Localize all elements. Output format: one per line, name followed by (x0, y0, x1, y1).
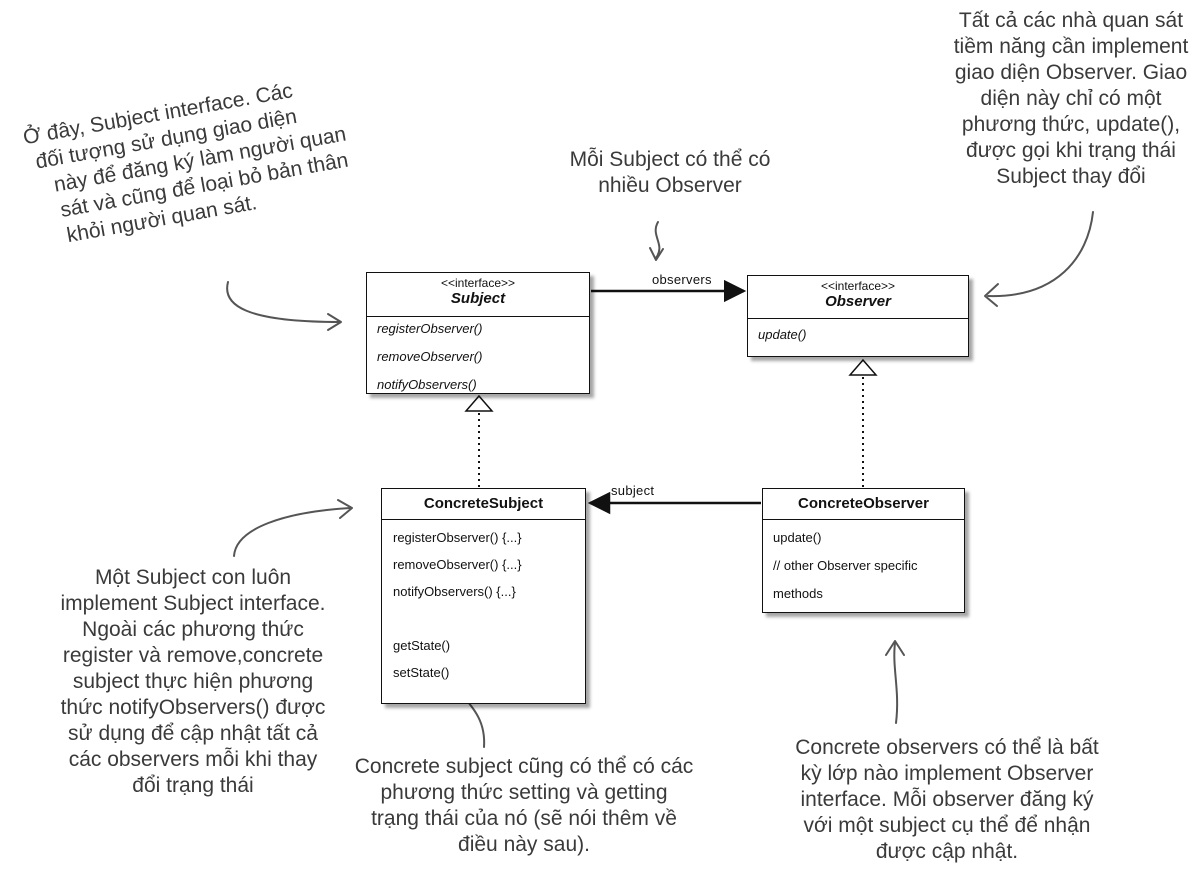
concrete-subject-header: ConcreteSubject (382, 489, 585, 520)
note-line: diện này chỉ có một (980, 87, 1162, 110)
subject-class-name: Subject (450, 290, 506, 307)
note-line: Concrete observers có thể là bất (795, 736, 1099, 759)
concrete-subject-operation: registerObserver() {...} (393, 530, 522, 545)
observer-class-name: Observer (825, 293, 891, 310)
note-line: interface. Mỗi observer đăng ký (800, 788, 1094, 811)
note-line: tiềm năng cần implement (953, 35, 1189, 58)
note-line: nhiều Observer (598, 174, 742, 197)
subject-association-label: subject (611, 483, 655, 498)
note-line: các observers mỗi khi thay (68, 748, 318, 771)
observers-association-label: observers (652, 272, 712, 287)
pointer-arrow-observer-iface-head (984, 283, 999, 307)
note-line: thức notifyObservers() được (60, 696, 326, 719)
subject-operation: registerObserver() (377, 321, 483, 336)
concrete-subject-state-note: Concrete subject cũng có thể có các phươ… (338, 754, 710, 858)
concrete-subject-operation: removeObserver() {...} (393, 557, 522, 572)
subject-interface-box: <<interface>> Subject registerObserver()… (366, 272, 590, 394)
subject-operation: notifyObservers() (377, 377, 477, 392)
subject-operation: removeObserver() (377, 349, 483, 364)
concrete-subject-state-operation: getState() (393, 638, 451, 653)
pointer-arrow-observer-iface (987, 211, 1094, 298)
subject-realization-triangle (464, 394, 494, 412)
observer-realization-triangle (848, 358, 878, 376)
note-line: implement Subject interface. (60, 592, 326, 615)
subject-stereotype: <<interface>> (440, 276, 516, 290)
observer-operations: update() (748, 319, 968, 342)
note-line: sử dụng để cập nhật tất cả (68, 722, 318, 745)
note-line: được gọi khi trạng thái (966, 139, 1176, 162)
concrete-subject-operation: notifyObservers() {...} (393, 584, 516, 599)
concrete-observer-operation: // other Observer specific (773, 558, 918, 573)
pointer-arrow-concrete-subject-iface (233, 507, 351, 557)
pointer-arrow-observers-count-head (649, 247, 664, 261)
subject-header: <<interface>> Subject (367, 273, 589, 317)
concrete-observer-operation: update() (773, 530, 822, 545)
concrete-observer-box: ConcreteObserver update() // other Obser… (762, 488, 965, 613)
pointer-arrow-subject-note (226, 281, 341, 323)
concrete-observer-header: ConcreteObserver (763, 489, 964, 520)
pointer-arrow-concrete-observers-head (885, 640, 905, 656)
concrete-subject-state-operation: setState() (393, 665, 450, 680)
observer-interface-box: <<interface>> Observer update() (747, 275, 969, 357)
concrete-observer-operation: methods (773, 586, 823, 601)
note-line: với một subject cụ thể để nhận (803, 814, 1091, 837)
note-line: subject thực hiện phương (72, 670, 314, 693)
pointer-arrow-observers-count (654, 221, 661, 259)
note-line: Concrete subject cũng có thể có các (354, 755, 694, 778)
pointer-arrow-concrete-subject-iface-head (337, 499, 353, 519)
note-line: được cập nhật. (875, 840, 1019, 863)
concrete-observer-class-name: ConcreteObserver (798, 495, 929, 512)
observer-interface-note: Tất cả các nhà quan sát tiềm năng cần im… (940, 8, 1202, 190)
observers-count-note: Mỗi Subject có thể có nhiều Observer (545, 147, 795, 199)
note-line: Tất cả các nhà quan sát (958, 9, 1184, 32)
note-line: trạng thái của nó (sẽ nói thêm về (371, 807, 677, 830)
concrete-subject-class-name: ConcreteSubject (423, 495, 544, 512)
concrete-observers-note: Concrete observers có thể là bất kỳ lớp … (772, 735, 1122, 865)
note-line: Ngoài các phương thức (82, 618, 304, 641)
concrete-subject-operations: registerObserver() {...} removeObserver(… (382, 520, 585, 680)
concrete-subject-box: ConcreteSubject registerObserver() {...}… (381, 488, 586, 704)
note-line: điều này sau). (458, 833, 590, 856)
note-line: register và remove,concrete (62, 644, 324, 667)
note-line: phương thức, update(), (961, 113, 1181, 136)
note-line: kỳ lớp nào implement Observer (800, 762, 1094, 785)
pointer-arrow-concrete-observers (893, 642, 899, 724)
note-line: giao diện Observer. Giao (954, 61, 1188, 84)
note-line: Mỗi Subject có thể có (569, 148, 771, 171)
subject-operations: registerObserver() removeObserver() noti… (367, 317, 589, 392)
concrete-observer-operations: update() // other Observer specific meth… (763, 520, 964, 601)
pointer-arrow-subject-note-head (327, 313, 342, 331)
note-line: Subject thay đổi (996, 165, 1146, 188)
note-line: phương thức setting và getting (380, 781, 668, 804)
concrete-subject-interface-note: Một Subject con luôn implement Subject i… (38, 565, 348, 799)
observer-stereotype: <<interface>> (820, 279, 896, 293)
observer-header: <<interface>> Observer (748, 276, 968, 319)
note-line: Một Subject con luôn (94, 566, 292, 589)
note-line: đổi trạng thái (132, 774, 254, 797)
observer-operation: update() (758, 327, 807, 342)
